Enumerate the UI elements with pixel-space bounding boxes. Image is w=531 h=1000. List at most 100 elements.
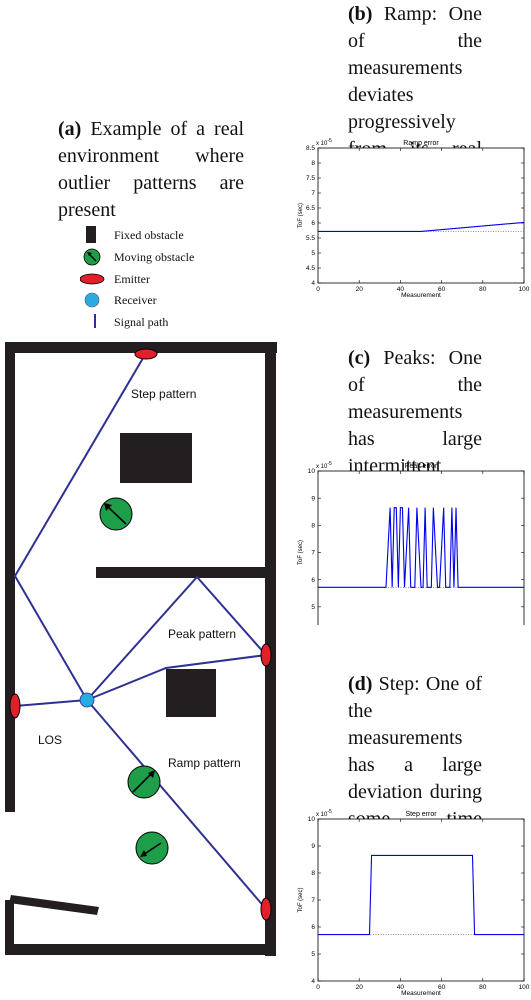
y-tick-label: 7 — [311, 897, 315, 904]
wall-right-lower — [265, 578, 276, 956]
series-line — [318, 507, 524, 588]
door-panel — [9, 895, 99, 915]
moving-obstacle-1 — [99, 497, 133, 531]
x-tick-label: 100 — [519, 984, 530, 991]
los-path — [14, 699, 88, 707]
x-tick-label: 0 — [316, 286, 320, 293]
y-tick-label: 9 — [311, 495, 315, 502]
wall-left-upper — [5, 342, 15, 812]
chart-title: Ramp error — [403, 140, 439, 147]
legend-moving-obstacle: Moving obstacle — [114, 250, 195, 264]
legend-fixed-obstacle: Fixed obstacle — [114, 228, 184, 242]
y-tick-label: 8 — [311, 523, 315, 530]
signal-paths — [13, 352, 267, 910]
x-axis-label: Measurement — [401, 990, 441, 997]
y-axis-label: ToF (sec) — [298, 887, 304, 912]
emitter-right-upper — [260, 643, 272, 667]
floor-plan: Step pattern Peak pattern Ramp pattern L… — [5, 342, 277, 956]
y-axis-label: ToF (sec) — [298, 203, 304, 228]
y-tick-label: 6 — [311, 924, 315, 931]
y-tick-label: 7 — [311, 190, 315, 197]
plot-frame — [317, 818, 525, 982]
label-peak-pattern: Peak pattern — [168, 627, 236, 641]
caption-c-tag: (c) — [348, 347, 371, 369]
plot-frame — [317, 470, 525, 625]
chart-title: Step error — [405, 811, 437, 818]
moving-obstacle-2 — [127, 765, 161, 799]
x-tick-label: 20 — [356, 984, 364, 991]
x-tick-label: 100 — [519, 286, 530, 293]
emitter-top — [134, 348, 158, 360]
y-tick-label: 10 — [308, 468, 316, 475]
y-tick-label: 9 — [311, 843, 315, 850]
y-exponent-power: -5 — [327, 138, 332, 144]
wall-middle — [96, 567, 276, 578]
y-tick-label: 4.5 — [306, 265, 315, 272]
x-tick-label: 80 — [479, 286, 487, 293]
y-tick-label: 4 — [311, 978, 315, 985]
caption-d-tag: (d) — [348, 673, 373, 695]
step-path — [13, 352, 147, 701]
y-exponent-power: -5 — [327, 809, 332, 815]
label-los: LOS — [38, 733, 62, 747]
y-tick-label: 8 — [311, 160, 315, 167]
x-tick-label: 20 — [356, 286, 364, 293]
receiver — [79, 692, 95, 708]
y-tick-label: 5 — [311, 250, 315, 257]
x-tick-label: 60 — [438, 286, 446, 293]
plot-frame — [317, 147, 525, 284]
wall-top — [5, 342, 277, 353]
legend-emitter: Emitter — [114, 272, 150, 286]
walls — [5, 342, 277, 956]
fixed-obstacle-1 — [120, 433, 192, 483]
y-tick-label: 8.5 — [306, 145, 315, 152]
caption-b-tag: (b) — [348, 3, 373, 25]
y-tick-label: 4 — [311, 280, 315, 287]
series-line — [318, 854, 524, 936]
y-tick-label: 6.5 — [306, 205, 315, 212]
y-axis-label: ToF (sec) — [298, 540, 304, 565]
x-axis-label: Measurement — [401, 292, 441, 299]
y-exponent: x 10-5 — [316, 138, 332, 147]
series-line — [318, 221, 525, 232]
y-tick-label: 6 — [311, 577, 315, 584]
y-tick-label: 10 — [308, 816, 316, 823]
x-tick-label: 40 — [397, 286, 405, 293]
y-tick-label: 5.5 — [306, 235, 315, 242]
x-tick-label: 0 — [316, 984, 320, 991]
fixed-obstacle-icon — [86, 226, 96, 243]
label-step-pattern: Step pattern — [131, 387, 196, 401]
y-exponent-power: -5 — [327, 461, 332, 467]
wall-left-lower — [5, 900, 14, 955]
y-tick-label: 7.5 — [306, 175, 315, 182]
legend-receiver: Receiver — [114, 293, 157, 307]
legend — [80, 226, 105, 328]
fixed-obstacle-2 — [166, 669, 216, 717]
y-exponent: x 10-5 — [316, 461, 332, 470]
emitter-icon — [80, 273, 105, 285]
wall-right-upper — [265, 342, 276, 570]
moving-obstacle-3 — [135, 831, 169, 865]
caption-a-text: Example of a real environment where outl… — [58, 118, 245, 221]
peak-path-direct — [86, 654, 267, 701]
x-tick-label: 80 — [479, 984, 487, 991]
emitter-left — [9, 693, 21, 719]
ramp-path — [86, 699, 267, 910]
caption-a: (a) Example of a real environment where … — [58, 116, 244, 224]
y-exponent: x 10-5 — [316, 809, 332, 818]
emitter-right-lower — [260, 897, 272, 921]
y-tick-label: 5 — [311, 951, 315, 958]
y-tick-label: 8 — [311, 870, 315, 877]
y-tick-label: 7 — [311, 550, 315, 557]
receiver-icon — [84, 292, 100, 308]
peak-path — [86, 575, 267, 701]
label-ramp-pattern: Ramp pattern — [168, 756, 241, 770]
x-tick-label: 60 — [438, 984, 446, 991]
chart-title: Peak error — [405, 463, 438, 470]
y-tick-label: 5 — [311, 604, 315, 611]
legend-signal-path: Signal path — [114, 315, 169, 329]
wall-bottom — [5, 944, 276, 955]
